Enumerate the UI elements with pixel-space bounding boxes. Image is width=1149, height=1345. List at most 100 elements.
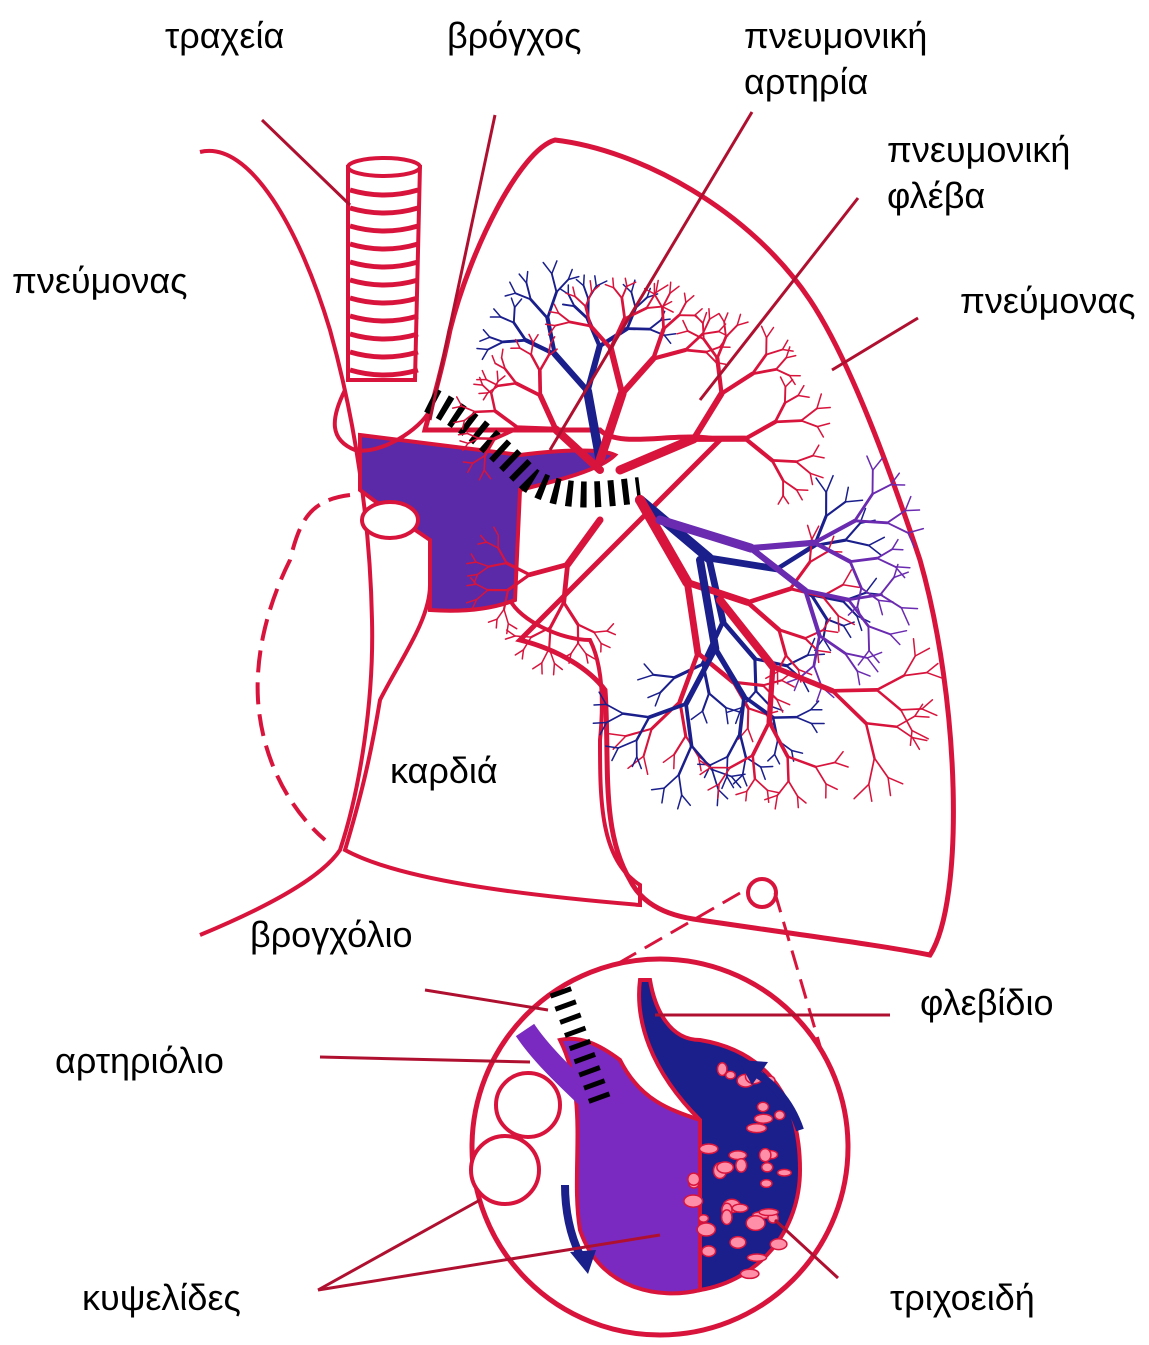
vessel-branch (543, 263, 552, 274)
vessel-branch (826, 502, 845, 516)
vessel-branch (850, 558, 877, 561)
vessel-branch (540, 356, 549, 371)
vessel-branch (654, 294, 662, 308)
vessel-branch (761, 767, 766, 779)
label-capillaries: τριχοειδή (890, 1275, 1035, 1321)
vessel-branch (533, 663, 542, 669)
vessel-branch (571, 643, 578, 654)
vessel-branch (664, 334, 675, 336)
vessel-branch (927, 673, 943, 679)
vessel-branch (644, 664, 653, 675)
vessel-branch (663, 754, 674, 762)
vessel-branch (820, 636, 846, 654)
vessel-branch (622, 298, 625, 319)
vessel-branch (817, 394, 821, 409)
vessel-branch (488, 342, 503, 350)
vessel-branch (753, 755, 755, 779)
alveolus-bubble (471, 1136, 539, 1204)
alveolus-bubble (496, 1073, 560, 1137)
vessel-branch (808, 525, 812, 539)
label-pulmonary-artery-line2: αρτηρία (744, 59, 868, 105)
vessel-branch (482, 350, 488, 360)
vessel-branch (785, 387, 786, 403)
vessel-branch (492, 356, 495, 364)
vessel-branch (879, 600, 883, 614)
vessel-branch (640, 500, 687, 582)
vessel-branch (584, 275, 585, 286)
vessel-branch (751, 543, 815, 548)
vessel-branch (887, 523, 908, 533)
vessel-branch (502, 349, 503, 357)
vessel-branch (490, 337, 503, 342)
vessel-branch (905, 510, 919, 511)
label-trachea: τραχεία (165, 13, 284, 59)
vessel-branch (797, 490, 803, 500)
vessel-branch (691, 711, 702, 719)
vessel-branch (514, 307, 515, 322)
capillary-gap (684, 1195, 703, 1207)
vessel-branch (798, 396, 809, 398)
vessel-branch (786, 356, 796, 358)
vessel-branch (832, 690, 877, 691)
vessel-branch (835, 752, 843, 763)
vessel-branch (457, 397, 462, 406)
vessel-branch (766, 350, 782, 355)
vessel-branch (796, 462, 810, 474)
vessel-branch (746, 791, 747, 801)
vessel-branch (540, 371, 541, 396)
vessel-branch (533, 335, 538, 343)
vessel-branch (593, 723, 606, 724)
capillary-gap (736, 1159, 747, 1172)
vessel-branch (578, 643, 586, 654)
vessel-branch (605, 285, 613, 288)
capillary-gap (775, 1111, 785, 1120)
vessel-branch (482, 371, 486, 380)
vessel-branch (786, 347, 790, 358)
vessel-branch (798, 386, 804, 396)
vessel-branch (644, 756, 648, 774)
vessel-branch (480, 337, 490, 341)
vessel-branch (810, 551, 828, 562)
vessel-branch (614, 288, 622, 298)
capillary-gap (700, 1144, 718, 1154)
vessel-branch (600, 394, 622, 460)
vessel-branch (813, 456, 824, 458)
vessel-branch (775, 421, 801, 422)
vessel-branch (709, 309, 710, 319)
vessel-branch (730, 755, 753, 767)
vessel-branch (623, 714, 649, 718)
vessel-branch (887, 511, 905, 523)
vessel-branch (726, 708, 728, 724)
vessel-branch (510, 282, 516, 293)
vessel-branch (612, 748, 618, 761)
magnified-region-marker (748, 879, 776, 907)
capillary-gap (702, 1246, 716, 1257)
vessel-branch (796, 717, 811, 723)
label-pulmonary-vein-line1: πνευμονική (887, 127, 1070, 173)
vessel-branch (874, 758, 888, 778)
vessel-branch (678, 795, 682, 809)
vessel-branch (817, 427, 823, 437)
label-pulmonary-artery-line1: πνευμονική (744, 13, 927, 59)
heart-outline (345, 585, 640, 905)
vessel-branch (740, 733, 746, 757)
vessel-branch (552, 274, 557, 292)
vessel-branch (554, 663, 562, 669)
vessel-branch (843, 570, 852, 585)
vessel-branch (776, 358, 786, 370)
vessel-branch (507, 630, 515, 636)
vessel-branch (838, 616, 839, 632)
vessel-branch (564, 565, 568, 603)
vessel-branch (460, 441, 468, 443)
vessel-branch (850, 562, 861, 588)
vessel-branch (682, 795, 691, 805)
vessel-branch (644, 729, 652, 756)
vessel-branch (772, 460, 796, 461)
vessel-branch (783, 481, 796, 490)
capillary-gap (699, 1215, 709, 1222)
vessel-branch (494, 309, 501, 317)
vessel-branch (594, 631, 607, 632)
vessel-branch (625, 278, 627, 286)
label-venule: φλεβίδιο (920, 980, 1053, 1026)
vessel-branch (670, 282, 671, 293)
